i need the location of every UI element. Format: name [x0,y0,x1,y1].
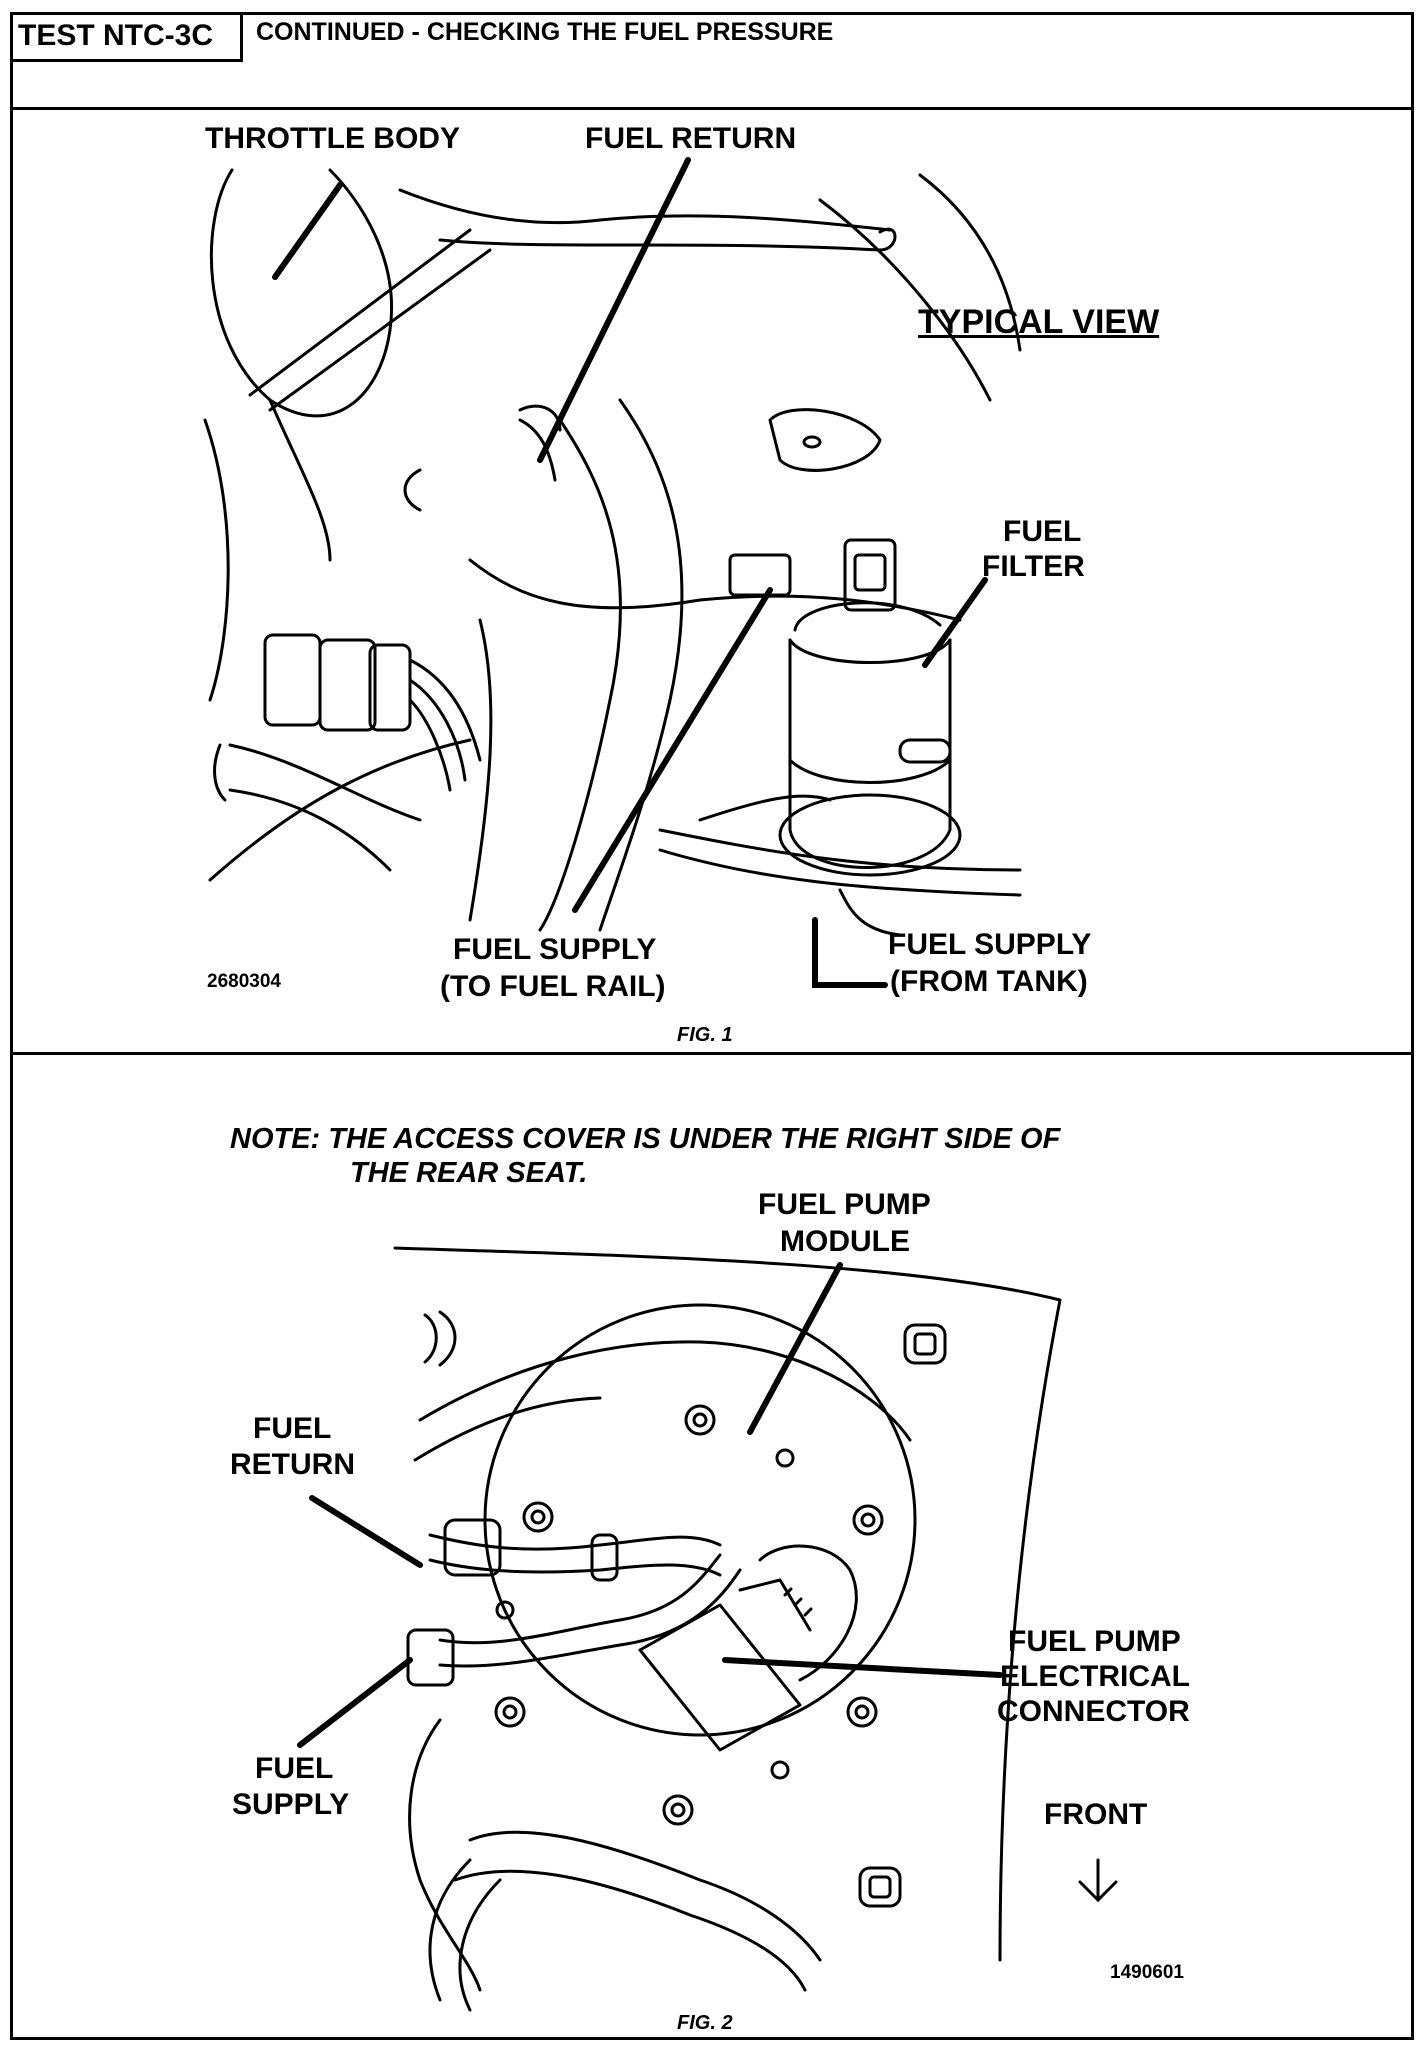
leader-pump-module [747,1262,843,1435]
label-fuel-supply-rail-line2: (TO FUEL RAIL) [440,970,666,1003]
label-pump-module-line2: MODULE [780,1225,910,1258]
label-fuel-supply-2-line2: SUPPLY [232,1788,350,1821]
label-fuel-supply-2-line1: FUEL [255,1752,334,1785]
figure-divider [10,1052,1414,1055]
label-typical-view: TYPICAL VIEW [918,303,1160,341]
label-connector-line1: FUEL PUMP [1008,1625,1181,1658]
header-title: CONTINUED - CHECKING THE FUEL PRESSURE [256,18,834,46]
label-pump-module-line1: FUEL PUMP [758,1188,931,1221]
label-throttle-body: THROTTLE BODY [205,122,460,155]
leader-fuel-return [537,157,691,463]
label-fuel-filter-line1: FUEL [1003,515,1082,548]
note-access-cover: NOTE: THE ACCESS COVER IS UNDER THE RIGH… [230,1122,1060,1190]
label-fuel-supply-tank-line1: FUEL SUPPLY [888,928,1092,961]
fig2-part-number: 1490601 [1110,1962,1184,1983]
fig2-caption: FIG. 2 [677,2012,733,2034]
header-row: TEST NTC-3C CONTINUED - CHECKING THE FUE… [10,12,1414,110]
fig1-caption: FIG. 1 [677,1024,733,1046]
label-fuel-return-2-line2: RETURN [230,1448,355,1481]
leader-fuel-filter [922,577,988,668]
label-fuel-return-2-line1: FUEL [253,1412,332,1445]
label-fuel-supply-rail-line1: FUEL SUPPLY [453,933,657,966]
leader-throttle-body [272,182,343,280]
note-line-1: NOTE: THE ACCESS COVER IS UNDER THE RIGH… [230,1123,1061,1155]
label-connector-line2: ELECTRICAL [1000,1660,1190,1693]
leader-fuel-return-2 [309,1495,423,1568]
label-connector-line3: CONNECTOR [997,1695,1190,1728]
test-id-box: TEST NTC-3C [10,12,243,62]
note-line-2: THE REAR SEAT. [350,1157,588,1189]
label-front: FRONT [1044,1798,1148,1831]
leader-fuel-supply-2 [297,1657,413,1748]
fig1-part-number: 2680304 [207,971,281,992]
leader-fuel-supply-rail [572,587,773,913]
page-border [10,12,1414,2040]
label-fuel-supply-tank-line2: (FROM TANK) [890,965,1088,998]
label-fuel-return: FUEL RETURN [585,122,797,155]
label-fuel-filter-line2: FILTER [982,550,1085,583]
leader-connector [722,1657,1003,1678]
leader-fuel-supply-tank [812,917,888,988]
